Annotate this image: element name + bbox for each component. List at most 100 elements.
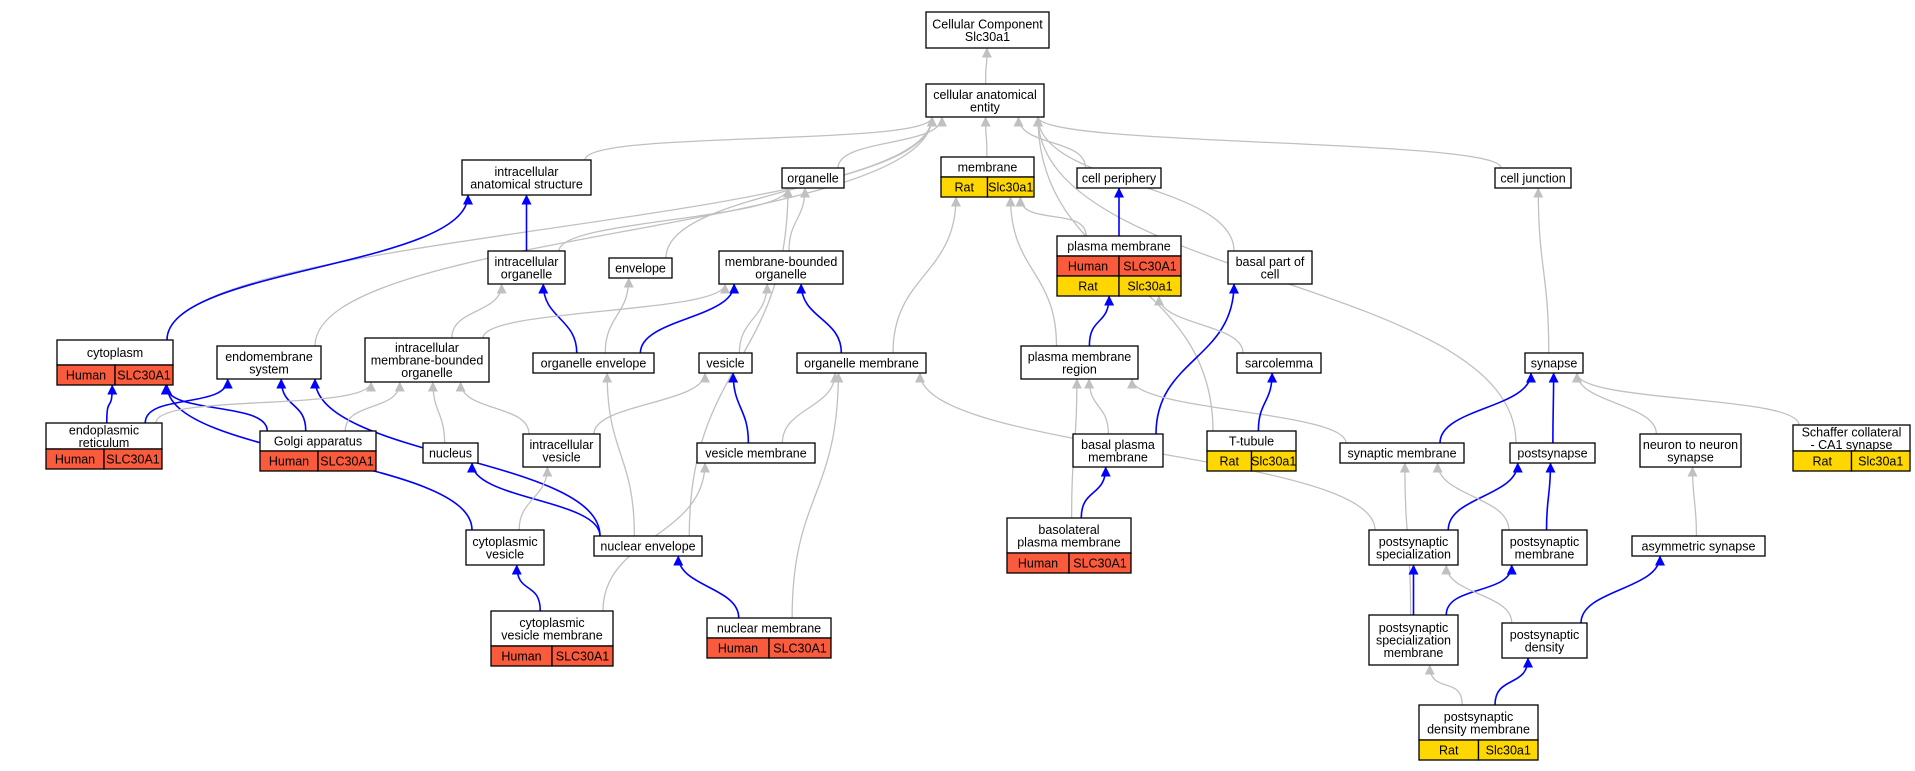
node-label: cell periphery: [1082, 172, 1157, 186]
go-term-node-cellperiph[interactable]: cell periphery: [1076, 167, 1162, 189]
is-a-edge: [1441, 564, 1513, 624]
part-of-edge: [728, 372, 750, 444]
go-term-node-orgmem[interactable]: organelle membrane: [796, 352, 927, 374]
node-box: [1227, 250, 1313, 285]
node-label: nuclear envelope: [600, 540, 695, 554]
part-of-edge: [144, 378, 233, 424]
part-of-edge: [105, 384, 118, 424]
is-a-edge: [892, 196, 961, 354]
node-label: cell: [1261, 267, 1280, 281]
node-label: synapse: [1667, 450, 1714, 464]
node-label: Golgi apparatus: [274, 435, 362, 449]
is-a-edge: [1015, 196, 1087, 237]
go-term-node-envelope[interactable]: envelope: [608, 257, 673, 279]
node-label: Cellular Component: [932, 17, 1043, 31]
gene-label: SLC30A1: [556, 650, 610, 664]
gene-cell: [551, 645, 614, 667]
gene-label: SLC30A1: [773, 642, 827, 656]
is-a-edge: [518, 466, 553, 531]
go-term-node-synapse[interactable]: synapse: [1524, 352, 1584, 374]
node-label: membrane: [1384, 646, 1444, 660]
gene-cell: [1068, 552, 1132, 574]
go-term-node-organelle[interactable]: organelle: [781, 167, 845, 189]
is-a-edge: [788, 187, 810, 252]
node-label: membrane: [958, 161, 1018, 175]
node-label: organelle envelope: [541, 357, 647, 371]
node-box: [216, 345, 322, 380]
go-term-node-vesicle[interactable]: vesicle: [698, 352, 753, 374]
node-label: vesicle: [706, 357, 744, 371]
gene-cell: [986, 176, 1035, 198]
node-label: vesicle membrane: [501, 628, 602, 642]
go-term-node-sarcolemma[interactable]: sarcolemma: [1236, 352, 1322, 374]
is-a-edge: [1432, 462, 1510, 531]
node-box: [1501, 529, 1588, 566]
go-term-node-vesmem[interactable]: vesicle membrane: [696, 442, 816, 464]
node-label: density membrane: [1427, 722, 1530, 736]
node-label: membrane-bounded: [371, 354, 484, 368]
species-label: Human: [269, 455, 309, 469]
part-of-edge: [796, 283, 843, 354]
edges-layer: [105, 47, 1800, 706]
is-a-edge: [837, 116, 947, 169]
node-label: postsynaptic: [1379, 621, 1448, 635]
go-term-node-nucenv[interactable]: nuclear envelope: [593, 535, 703, 557]
node-label: basal part of: [1236, 255, 1305, 269]
go-term-node-synmem[interactable]: synaptic membrane: [1339, 442, 1465, 464]
go-term-node-asym[interactable]: asymmetric synapse: [1631, 535, 1766, 557]
gene-label: Slc30a1: [988, 181, 1033, 195]
node-label: membrane-bounded: [725, 255, 838, 269]
node-label: membrane: [1515, 547, 1575, 561]
node-box: [1368, 614, 1459, 666]
node-label: nucleus: [429, 447, 472, 461]
is-a-edge: [1572, 372, 1658, 435]
gene-cell: [768, 637, 832, 659]
go-term-node-orgenv[interactable]: organelle envelope: [532, 352, 655, 374]
is-a-edge: [1005, 196, 1058, 347]
node-box: [796, 352, 927, 374]
node-label: basal plasma: [1081, 438, 1155, 452]
gene-cell: [317, 450, 377, 472]
node-box: [1072, 433, 1164, 468]
node-label: entity: [970, 100, 1001, 114]
go-term-node-nucleus[interactable]: nucleus: [422, 442, 479, 464]
node-label: endoplasmic: [69, 423, 139, 437]
node-label: specialization: [1376, 634, 1451, 648]
node-box: [364, 337, 490, 383]
is-a-edge: [602, 372, 636, 537]
go-term-node-postsynapse[interactable]: postsynapse: [1509, 442, 1596, 464]
node-label: organelle membrane: [804, 357, 919, 371]
go-term-node-celljunction[interactable]: cell junction: [1494, 167, 1572, 189]
node-label: plasma membrane: [1067, 240, 1171, 254]
